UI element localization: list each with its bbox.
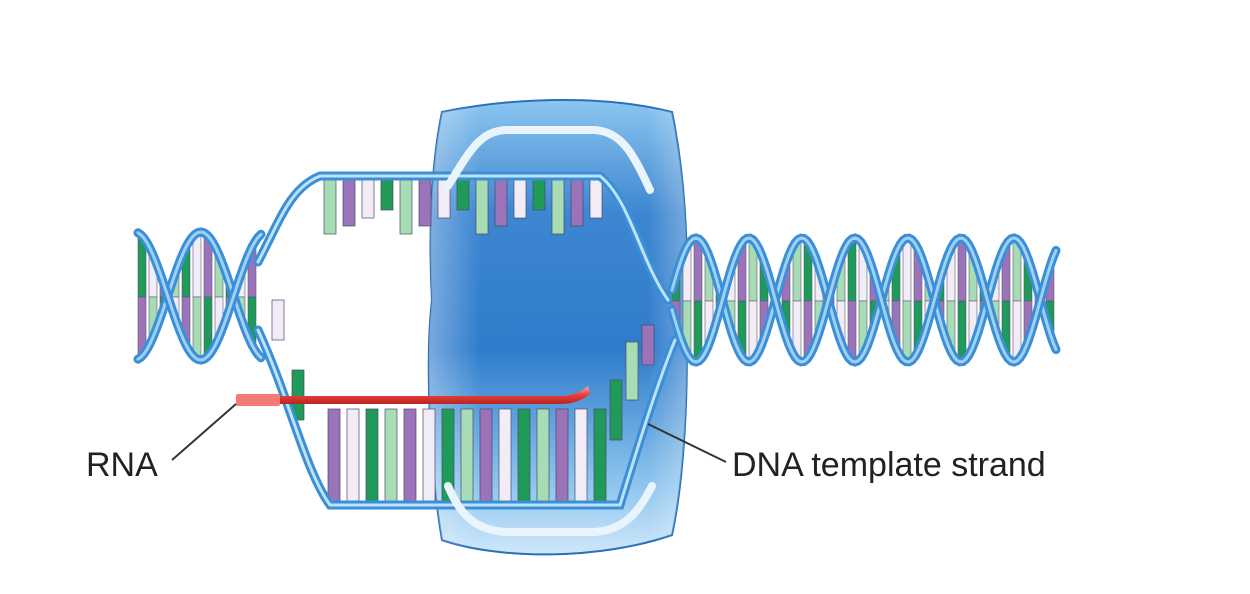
bubble-base xyxy=(404,409,416,501)
base-pair-segment xyxy=(193,235,201,297)
bubble-base xyxy=(518,409,530,501)
bubble-base xyxy=(328,409,340,501)
bubble-base xyxy=(457,180,469,210)
bubble-base xyxy=(537,409,549,501)
bubble-base xyxy=(610,380,622,440)
bubble-base xyxy=(419,180,431,226)
bubble-base xyxy=(381,180,393,210)
bubble-base xyxy=(533,180,545,210)
base-pair-segment xyxy=(958,301,966,360)
bubble-base xyxy=(499,409,511,501)
rna-5prime-end xyxy=(236,394,280,406)
rna-leader-line xyxy=(172,404,236,460)
bubble-base xyxy=(514,180,526,218)
bubble-base xyxy=(556,409,568,501)
bubble-base xyxy=(575,409,587,501)
bubble-base xyxy=(461,409,473,501)
base-pair-segment xyxy=(903,240,911,301)
base-pair-segment xyxy=(694,241,702,301)
base-pair-segment xyxy=(903,301,911,360)
bubble-base xyxy=(366,409,378,501)
rna-label: RNA xyxy=(86,448,158,482)
base-pair-segment xyxy=(193,297,201,357)
base-pair-segment xyxy=(958,240,966,301)
bubble-base xyxy=(343,180,355,226)
bubble-base xyxy=(423,409,435,501)
dna-double-helix-right xyxy=(672,238,1056,362)
bubble-base xyxy=(594,409,606,501)
bubble-base xyxy=(495,180,507,226)
bubble-base xyxy=(400,180,412,234)
bubble-base xyxy=(324,180,336,234)
bubble-base xyxy=(626,342,638,400)
dna-template-strand-label: DNA template strand xyxy=(732,448,1046,482)
bubble-base xyxy=(552,180,564,234)
bubble-base xyxy=(590,180,602,218)
bubble-base xyxy=(272,300,284,340)
bubble-base xyxy=(480,409,492,501)
bubble-base xyxy=(476,180,488,234)
dna-double-helix-left xyxy=(138,232,261,360)
bubble-base xyxy=(385,409,397,501)
bubble-base xyxy=(347,409,359,501)
bubble-base xyxy=(571,180,583,226)
bubble-base xyxy=(362,180,374,218)
bubble-base xyxy=(642,325,654,365)
base-pair-segment xyxy=(694,301,702,359)
